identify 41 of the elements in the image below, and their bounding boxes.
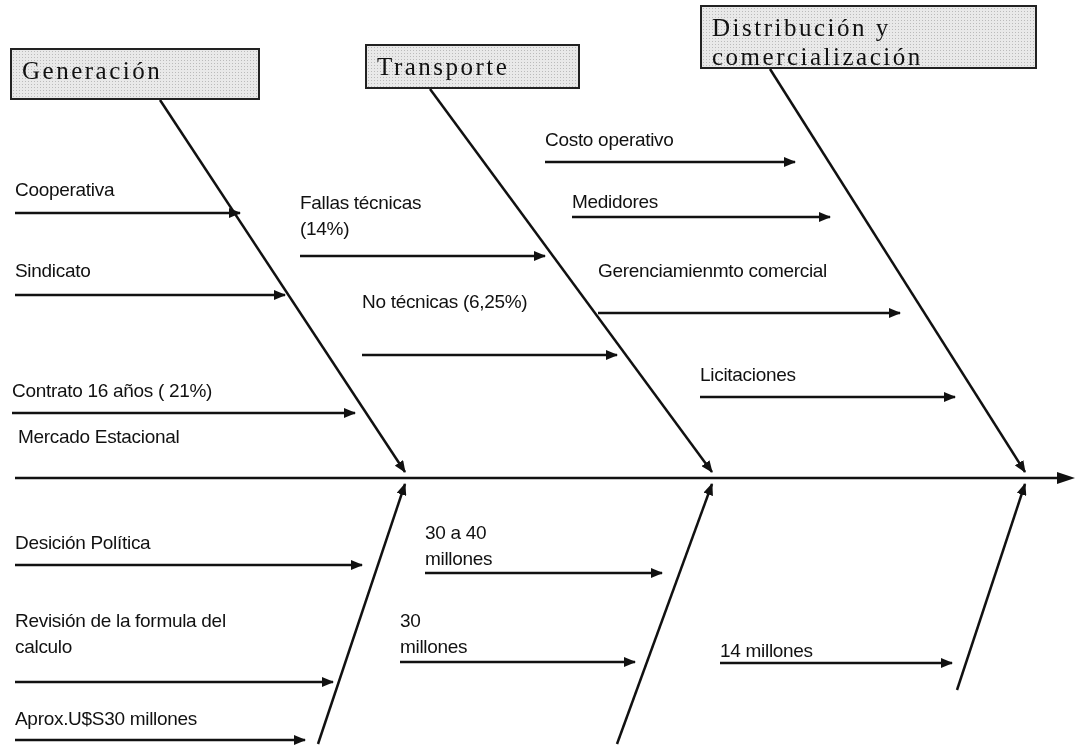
arrow bbox=[15, 677, 334, 687]
arrow bbox=[598, 308, 901, 318]
arrow bbox=[572, 212, 831, 222]
cause-text: Mercado Estacional bbox=[18, 425, 180, 449]
cause-text: Sindicato bbox=[15, 258, 215, 293]
cause-text: Licitaciones bbox=[700, 362, 930, 395]
arrow bbox=[15, 208, 241, 218]
cause-text: Costo operativo bbox=[545, 127, 775, 160]
arrow bbox=[15, 560, 363, 570]
arrow bbox=[12, 408, 356, 418]
cause-text: 14 millones bbox=[720, 638, 920, 661]
arrow bbox=[158, 99, 407, 473]
cause-text: Revisión de la formula del calculo bbox=[15, 608, 265, 680]
category-box: Transporte bbox=[365, 44, 580, 89]
arrow bbox=[400, 657, 636, 667]
category-box: Generación bbox=[10, 48, 260, 100]
arrow bbox=[362, 350, 618, 360]
arrow bbox=[300, 251, 546, 261]
cause-text: 30 millones bbox=[400, 608, 490, 660]
arrow bbox=[316, 483, 407, 745]
arrow bbox=[425, 568, 663, 578]
cause-text: Contrato 16 años ( 21%) bbox=[12, 378, 342, 411]
cause-text: Fallas técnicas (14%) bbox=[300, 190, 470, 254]
cause-text: No técnicas (6,25%) bbox=[362, 289, 532, 353]
arrow bbox=[615, 483, 714, 745]
cause-text: Desición Política bbox=[15, 530, 315, 563]
spine-arrow bbox=[15, 472, 1075, 484]
cause-text: 30 a 40 millones bbox=[425, 520, 525, 571]
arrow bbox=[15, 290, 286, 300]
arrow bbox=[545, 157, 796, 167]
cause-text: Cooperativa bbox=[15, 177, 215, 211]
arrow bbox=[429, 88, 713, 473]
cause-text: Gerenciamienmto comercial bbox=[598, 258, 858, 311]
arrow bbox=[700, 392, 956, 402]
cause-text: Medidores bbox=[572, 189, 802, 215]
arrow bbox=[955, 483, 1027, 691]
arrow bbox=[768, 68, 1027, 473]
arrow bbox=[15, 735, 306, 745]
cause-text: Aprox.U$S30 millones bbox=[15, 706, 305, 738]
category-box: Distribución y comercialización bbox=[700, 5, 1037, 69]
arrow bbox=[720, 658, 953, 668]
